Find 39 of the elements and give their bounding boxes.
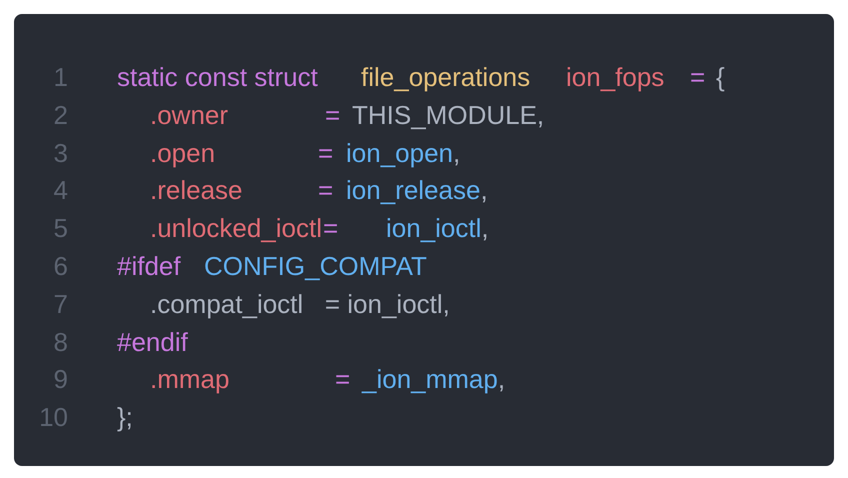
- code-value: ion_release: [346, 174, 480, 208]
- code-text: {: [716, 61, 725, 94]
- code-value: _ion_mmap: [362, 363, 498, 396]
- code-identifier: .release: [150, 174, 242, 208]
- code-text: };: [117, 401, 133, 434]
- code-identifier: ion_fops: [566, 61, 664, 94]
- code-keyword: static const struct: [117, 61, 318, 94]
- code-operator: =: [335, 363, 350, 396]
- line-number: 4: [54, 174, 68, 208]
- code-keyword: #ifdef: [117, 250, 181, 283]
- code-identifier: .unlocked_ioctl: [150, 212, 322, 246]
- code-identifier: .mmap: [150, 363, 230, 396]
- line-number: 5: [54, 212, 68, 246]
- line-number: 10: [39, 401, 68, 434]
- line-number: 1: [54, 61, 68, 94]
- line-number: 6: [54, 250, 68, 283]
- code-text: ,: [453, 136, 460, 170]
- code-operator: =: [318, 136, 334, 170]
- code-text: ,: [498, 363, 506, 396]
- code-text: .compat_ioctl = ion_ioctl,: [150, 288, 450, 321]
- code-text: THIS_MODULE,: [352, 98, 544, 132]
- code-operator: =: [690, 61, 706, 94]
- line-number: 8: [54, 326, 68, 359]
- code-identifier: .open: [150, 136, 216, 170]
- code-value: ion_ioctl: [386, 212, 482, 246]
- code-identifier: .owner: [150, 98, 228, 132]
- code-type: file_operations: [361, 61, 530, 94]
- code-text: ,: [480, 174, 488, 208]
- line-number: 9: [54, 363, 68, 396]
- code-operator: =: [325, 98, 340, 132]
- code-operator: =: [318, 174, 334, 208]
- code-operator: =: [323, 212, 338, 246]
- code-value: CONFIG_COMPAT: [204, 250, 427, 283]
- line-number: 2: [54, 98, 68, 132]
- line-number: 7: [54, 288, 68, 321]
- line-number: 3: [54, 136, 68, 170]
- code-value: ion_open: [346, 136, 453, 170]
- code-text: ,: [481, 212, 489, 246]
- code-keyword: #endif: [117, 326, 188, 359]
